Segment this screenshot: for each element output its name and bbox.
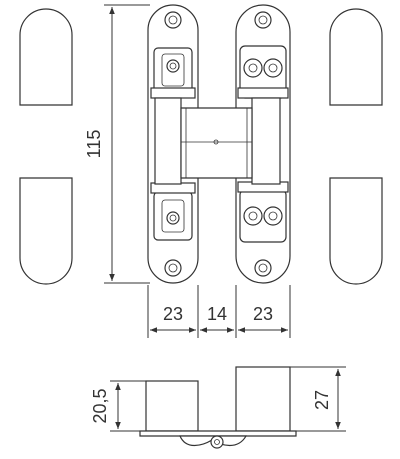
right-top-cam-left: [243, 58, 263, 78]
left-link-arm: [154, 97, 182, 185]
left-bottom-screw-hole: [164, 259, 182, 277]
right-outer-plates: [329, 8, 383, 285]
profile-right-dimension: 27: [290, 366, 346, 432]
right-top-plate: [329, 8, 383, 106]
profile-left-height-label: 20,5: [90, 388, 110, 423]
width-right-label: 23: [253, 304, 273, 324]
left-bottom-adjust-screw: [166, 211, 180, 225]
left-top-screw-hole: [164, 11, 182, 29]
width-left-label: 23: [163, 304, 183, 324]
right-bottom-plate: [329, 177, 383, 285]
right-link-arm: [251, 97, 281, 185]
height-dimension: 115: [84, 4, 150, 284]
left-bottom-plate: [19, 177, 73, 285]
hinge-link-mechanism: [154, 97, 281, 185]
right-top-clamp: [237, 87, 289, 99]
right-bottom-cam-right: [263, 206, 283, 226]
left-top-plate: [19, 8, 73, 106]
profile-pin-circle: [210, 435, 224, 449]
profile-left-block: [145, 380, 199, 432]
left-outer-plates: [19, 8, 73, 285]
profile-right-height-label: 27: [312, 390, 332, 410]
right-top-cam-right: [263, 58, 283, 78]
width-dimensions: 23 14 23: [147, 285, 291, 338]
width-middle-label: 14: [207, 304, 227, 324]
profile-left-dimension: 20,5: [90, 380, 146, 432]
right-bottom-cam-left: [243, 206, 263, 226]
height-dimension-label: 115: [84, 130, 104, 159]
center-link-plate: [180, 107, 253, 179]
profile-right-block: [235, 366, 291, 432]
left-top-clamp: [150, 87, 196, 99]
left-top-adjust-screw: [166, 59, 180, 73]
profile-view: [139, 366, 297, 449]
right-bottom-screw-hole: [254, 259, 272, 277]
right-top-screw-hole: [254, 11, 272, 29]
profile-base-plate: [139, 430, 297, 437]
